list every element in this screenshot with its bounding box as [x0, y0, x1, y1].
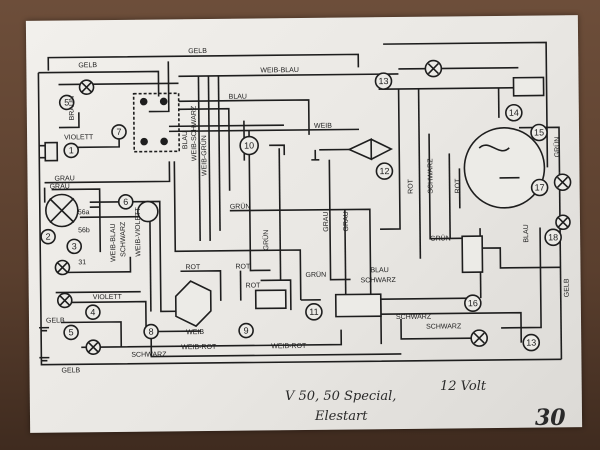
wire-label-blau: BLAU [229, 94, 247, 101]
component-connector-14 [505, 76, 545, 122]
component-lamp-17 [530, 173, 572, 197]
wire-label-violett-low: VIOLETT [93, 294, 123, 301]
wire-label-gelb-top: GELB [78, 62, 97, 69]
wire-label-schwarz-vert2: SCHWARZ [120, 221, 127, 257]
component-lamp-5-top [58, 79, 95, 111]
component-lamp-3 [54, 259, 71, 276]
wire-label-schwarz-bottom: SCHWARZ [131, 351, 167, 358]
wire-label-weiss-rot-1: WEIB-ROT [181, 344, 217, 351]
wire-label-gruen-vert: GRÜN [262, 230, 270, 251]
label-component-15: 15 [534, 127, 544, 137]
label-component-8: 8 [149, 327, 154, 337]
label-component-4: 4 [90, 307, 95, 317]
pin-label-56a: 56a [78, 209, 90, 216]
component-switch-6 [117, 194, 159, 223]
label-component-12: 12 [379, 166, 389, 176]
component-lamp-18 [544, 214, 571, 247]
wire-label-grau2: GRAU [50, 183, 70, 190]
component-magneto-15 [463, 123, 548, 209]
handwritten-page-number: 30 [535, 405, 566, 431]
label-component-5a: 5 [64, 97, 69, 107]
pin-label-56b: 56b [78, 227, 90, 234]
wire-label-rot-vert: ROT [408, 178, 415, 194]
wire-label-rot-vert2: ROT [455, 178, 462, 194]
wire-label-schwarz-r1: SCHWARZ [396, 314, 432, 321]
component-lamp-13-top [374, 59, 443, 90]
component-lamp-13-bottom [470, 329, 541, 352]
wire-label-braun: BRAUN [69, 96, 76, 121]
handwritten-model: V 50, 50 Special, [285, 389, 396, 404]
component-switch-block-7 [111, 92, 181, 153]
pin-label-31: 31 [78, 259, 86, 266]
wire-label-grun-right: GRÜN [553, 137, 561, 158]
wire-label-schwarz-lower: SCHWARZ [361, 277, 397, 284]
wire-label-gelb-bottom: GELB [61, 367, 80, 374]
wire-label-gelb-top2: GELB [188, 48, 207, 55]
component-switch-10 [239, 135, 286, 156]
wire-label-rot-1: ROT [185, 264, 201, 271]
label-component-7: 7 [116, 127, 121, 137]
wire-label-weiss: WEIB [314, 123, 332, 130]
wire-label-gruen-lower: GRÜN [305, 271, 326, 279]
label-component-6: 6 [123, 197, 128, 207]
ground-symbols [39, 149, 320, 362]
label-component-13a: 13 [378, 76, 388, 86]
wire-label-violett: VIOLETT [64, 134, 94, 141]
wire-label-weiss-schwarz: WEIB-SCHWARZ [191, 105, 199, 161]
wire-label-grau-vert2: GRAU [343, 211, 350, 231]
component-headlight [40, 193, 83, 255]
component-connector-11 [305, 293, 382, 321]
component-rectifier-8 [143, 280, 212, 340]
label-component-11: 11 [309, 307, 318, 317]
wire-label-blau-right: BLAU [523, 224, 530, 242]
wire-label-grau: GRAU [54, 175, 74, 182]
wire-label-blau-lower: BLAU [370, 267, 388, 274]
wire-label-blau-vertical: BLAU [182, 131, 189, 149]
wire-label-rot-3: ROT [246, 282, 262, 289]
label-component-3: 3 [72, 241, 77, 251]
wire-label-gruen-mid: GRÜN [230, 203, 251, 211]
wire-label-grau-vert: GRAU [323, 211, 330, 231]
wire-label-rot-2: ROT [235, 264, 251, 271]
handwritten-start: Elestart [314, 409, 368, 424]
handwritten-voltage: 12 Volt [440, 379, 487, 394]
label-component-10: 10 [244, 140, 254, 150]
component-connector-9 [238, 289, 287, 339]
component-lamp-12 [347, 137, 394, 180]
label-component-16: 16 [468, 298, 478, 308]
wire-label-weiss-blau: WEIB-BLAU [260, 67, 299, 74]
label-component-18: 18 [548, 232, 558, 242]
label-component-9: 9 [244, 326, 249, 336]
component-lamp-4 [56, 292, 101, 320]
label-component-17: 17 [535, 182, 545, 192]
component-lamp-5-bottom [63, 324, 102, 355]
label-component-13b: 13 [526, 338, 536, 348]
wires [37, 41, 563, 366]
wire-label-weiss-bottom: WEIB [186, 329, 204, 336]
label-component-5b: 5 [69, 327, 74, 337]
component-horn [39, 141, 80, 162]
label-component-1: 1 [69, 145, 74, 155]
wire-label-gelb-low: GELB [46, 317, 65, 324]
label-component-2: 2 [46, 232, 51, 242]
wire-label-weiss-gruen: WEIB-GRÜN [200, 135, 208, 176]
wire-label-gelb-right: GELB [564, 278, 571, 297]
component-terminal-16 [461, 235, 484, 312]
wire-label-weiss-violett: WEIB-VIOLETT [135, 207, 143, 257]
wire-label-schwarz-vert: SCHWARZ [427, 158, 434, 194]
wire-label-gruen-block: GRÜN [430, 234, 451, 242]
wire-label-weiss-rot-2: WEIB-ROT [271, 343, 307, 350]
label-component-14: 14 [509, 108, 519, 118]
wire-label-weiss-blau-vert: WEIB-BLAU [110, 223, 117, 262]
wire-label-schwarz-r2: SCHWARZ [426, 323, 462, 330]
